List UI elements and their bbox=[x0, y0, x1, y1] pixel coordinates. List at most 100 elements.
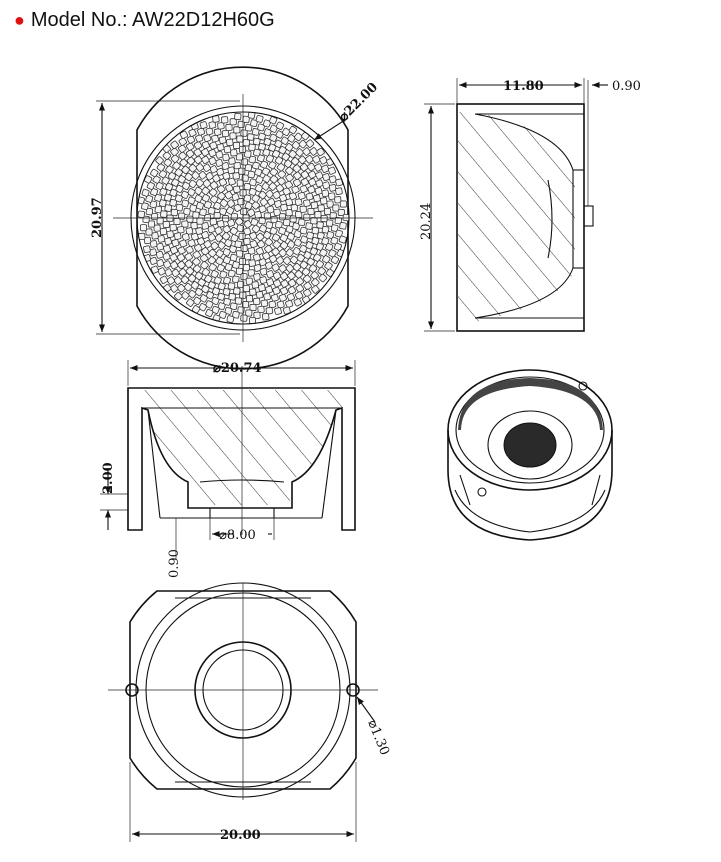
lens-cell bbox=[155, 250, 164, 259]
lens-cell bbox=[233, 126, 241, 134]
lens-cell bbox=[179, 130, 189, 139]
lens-cell bbox=[230, 149, 238, 157]
lens-cell bbox=[208, 188, 218, 197]
lens-cell bbox=[253, 148, 261, 157]
lens-cell bbox=[232, 261, 240, 269]
lens-cell bbox=[171, 238, 180, 247]
lens-cell bbox=[227, 269, 236, 278]
lens-cell bbox=[305, 241, 314, 250]
lens-cell bbox=[317, 266, 326, 276]
lens-cell bbox=[254, 184, 264, 193]
lens-cell bbox=[143, 236, 152, 245]
lens-cell bbox=[308, 170, 317, 179]
lens-cell bbox=[162, 244, 171, 253]
lens-cell bbox=[251, 201, 260, 210]
lens-cell bbox=[193, 148, 202, 157]
lens-cell bbox=[284, 180, 293, 189]
lens-cell bbox=[249, 288, 257, 296]
lens-outline bbox=[136, 66, 349, 370]
lens-cell bbox=[210, 269, 219, 279]
lens-cell bbox=[288, 192, 297, 201]
lens-cell bbox=[271, 247, 280, 257]
lens-cell bbox=[327, 166, 336, 175]
lens-cell bbox=[252, 137, 261, 146]
lens-cell bbox=[249, 240, 258, 249]
lens-cell bbox=[183, 207, 191, 216]
lens-cell bbox=[255, 232, 265, 242]
lens-cell bbox=[229, 226, 239, 236]
lens-cell bbox=[163, 260, 172, 269]
lens-cell bbox=[156, 242, 164, 251]
lens-cell bbox=[276, 163, 286, 172]
lens-cell bbox=[173, 232, 182, 240]
lens-cell bbox=[217, 122, 225, 130]
lens-cell bbox=[224, 191, 233, 200]
lens-cell bbox=[296, 253, 305, 263]
lens-cell bbox=[178, 137, 187, 146]
lens-cell bbox=[303, 251, 312, 260]
lens-cell bbox=[190, 232, 199, 241]
lens-cell bbox=[289, 255, 299, 265]
lens-cell bbox=[258, 142, 266, 151]
lens-cell bbox=[218, 136, 227, 144]
lens-cell bbox=[228, 157, 236, 165]
lens-cell bbox=[196, 217, 204, 225]
lens-cell bbox=[275, 121, 285, 130]
lens-cell bbox=[295, 284, 304, 293]
lens-cell bbox=[187, 188, 196, 197]
lens-cell bbox=[164, 237, 172, 246]
lens-cell bbox=[326, 200, 334, 208]
lens-cell bbox=[247, 208, 256, 217]
lens-cell bbox=[214, 233, 223, 243]
lens-cell bbox=[330, 255, 340, 265]
lens-cell bbox=[305, 222, 313, 230]
lens-cell bbox=[265, 189, 274, 199]
lens-cell bbox=[198, 303, 207, 312]
lens-cell bbox=[222, 153, 230, 162]
lens-cell bbox=[278, 213, 287, 221]
model-title: ●Model No.: AW22D12H60G bbox=[14, 9, 275, 32]
lens-cell bbox=[209, 141, 218, 150]
lens-cell bbox=[238, 257, 246, 266]
lens-cell bbox=[191, 171, 200, 180]
lens-cell bbox=[294, 270, 303, 279]
lens-cell bbox=[218, 207, 227, 216]
lens-cell bbox=[149, 240, 158, 248]
lens-cell bbox=[181, 220, 189, 228]
lens-cell bbox=[307, 162, 316, 172]
lens-cell bbox=[199, 121, 208, 130]
lens-cell bbox=[232, 141, 241, 150]
lens-cell bbox=[287, 278, 297, 288]
dim-side-offset: 0.90 bbox=[612, 79, 641, 94]
lens-cell bbox=[139, 224, 147, 232]
lens-cell bbox=[170, 284, 179, 293]
lens-cell bbox=[221, 232, 231, 241]
lens-cell bbox=[149, 248, 158, 257]
lens-cell bbox=[266, 270, 275, 279]
lens-cell bbox=[221, 215, 230, 223]
lens-cell bbox=[233, 203, 242, 212]
lens-cell bbox=[146, 181, 155, 190]
lens-cell bbox=[179, 239, 188, 248]
lens-cell bbox=[240, 129, 248, 137]
lens-cell bbox=[170, 147, 179, 156]
lens-cell bbox=[143, 245, 151, 254]
lens-cell bbox=[232, 275, 240, 284]
lens-cell bbox=[338, 235, 347, 244]
lens-cell bbox=[236, 135, 244, 143]
lens-cell bbox=[149, 200, 158, 209]
lens-cell bbox=[249, 303, 257, 312]
lens-cell bbox=[328, 249, 337, 258]
lens-cell bbox=[215, 158, 224, 167]
lens-cell bbox=[325, 219, 334, 227]
lens-cell bbox=[223, 276, 231, 285]
lens-cell bbox=[189, 204, 197, 213]
lens-cell bbox=[321, 225, 330, 234]
lens-cell bbox=[326, 231, 335, 239]
lens-cell bbox=[181, 165, 190, 175]
lens-cell bbox=[280, 136, 289, 145]
lens-cell bbox=[302, 274, 312, 284]
lens-cell bbox=[209, 165, 218, 174]
lens-cell bbox=[330, 224, 339, 232]
lens-cell bbox=[314, 163, 323, 172]
